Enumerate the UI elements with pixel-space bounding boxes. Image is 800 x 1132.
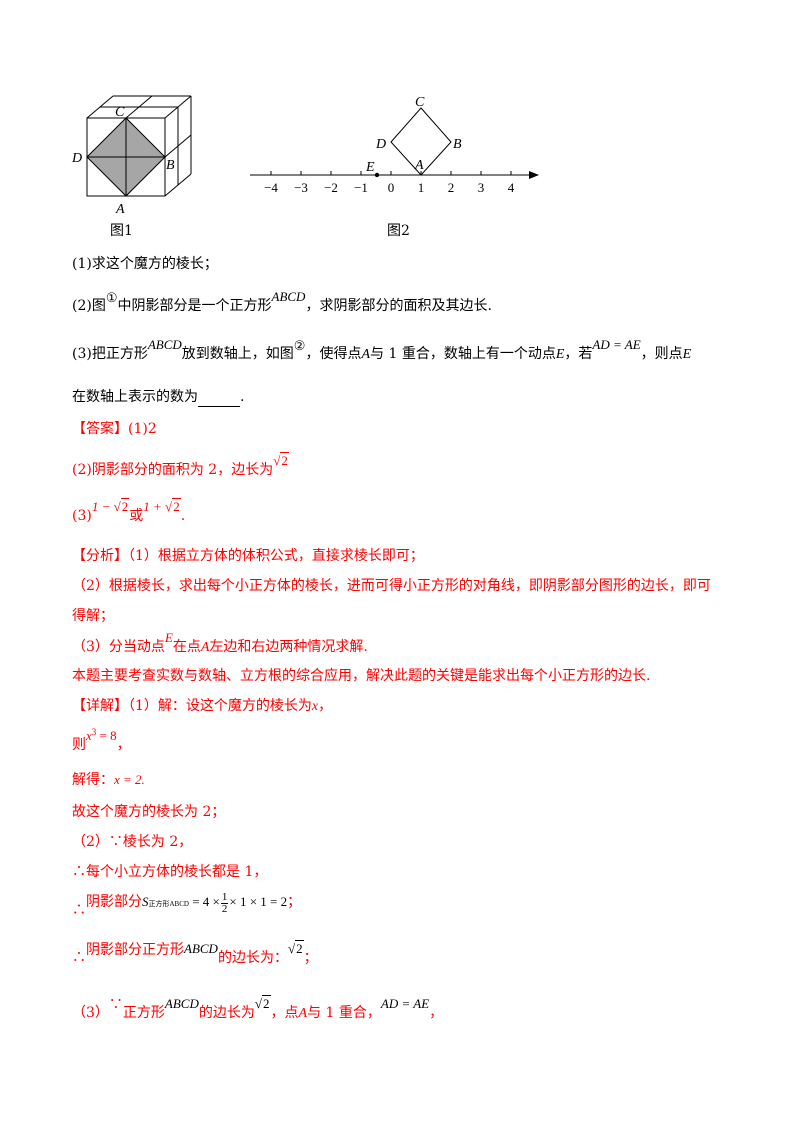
answer-2: (2)阴影部分的面积为 2，边长为√2	[72, 452, 289, 478]
detail-5: （2）∵棱长为 2，	[72, 834, 193, 850]
detail-4: 故这个魔方的棱长为 2；	[72, 804, 226, 820]
axis-tick-label: 2	[448, 180, 455, 195]
detail-2: 则x3 = 8，	[72, 727, 131, 753]
detail-6: ∴每个小立方体的棱长都是 1，	[72, 864, 268, 880]
fig1-label-C: C	[115, 105, 125, 120]
detail-1: 【详解】（1）解：设这个魔方的棱长为x，	[72, 698, 333, 714]
axis-tick-label: 1	[418, 180, 425, 195]
analysis-5: 本题主要考查实数与数轴、立方根的综合应用，解决此题的关键是能求出每个小正方形的边…	[72, 668, 651, 684]
detail-8: ∴阴影部分正方形ABCD的边长为：√2；	[72, 940, 318, 966]
axis-tick-label: −3	[294, 180, 308, 195]
question-2: (2)图①中阴影部分是一个正方形ABCD，求阴影部分的面积及其边长.	[72, 289, 492, 314]
axis-tick-label: −4	[264, 180, 278, 195]
axis-tick-labels: −4 −3 −2 −1 0 1 2 3 4	[264, 180, 515, 195]
detail-3: 解得：x = 2.	[72, 772, 145, 788]
fig2-label-D: D	[375, 137, 386, 152]
answer-heading: 【答案】(1)2	[72, 421, 157, 437]
question-3: (3)把正方形ABCD放到数轴上，如图②，使得点A与 1 重合，数轴上有一个动点…	[72, 337, 692, 362]
analysis-2: （2）根据棱长，求出每个小正方体的棱长，进而可得小正方形的对角线，即阴影部分图形…	[72, 578, 711, 594]
point-E	[374, 172, 380, 178]
figure-2-caption: 图2	[387, 223, 410, 239]
figure-1-caption: 图1	[110, 223, 133, 239]
analysis-3: 得解；	[72, 608, 114, 624]
answer-3: (3)1 − √2或1 + √2.	[72, 498, 186, 524]
axis-tick-label: −1	[354, 180, 368, 195]
fig1-label-B: B	[166, 158, 175, 173]
answer-blank	[198, 392, 240, 407]
axis-tick-label: 3	[478, 180, 485, 195]
axis-tick-label: −2	[324, 180, 338, 195]
figure-2-number-line: −4 −3 −2 −1 0 1 2 3 4 C D B A E	[250, 95, 539, 195]
fig2-label-A: A	[414, 158, 424, 173]
fig2-label-B: B	[453, 137, 462, 152]
fig1-label-A: A	[115, 202, 125, 217]
question-3-continued: 在数轴上表示的数为.	[72, 389, 245, 407]
detail-9: （3）∵正方形ABCD的边长为√2，点A与 1 重合，AD = AE，	[72, 995, 444, 1021]
fig2-label-E: E	[365, 160, 375, 175]
analysis-4: （3）分当动点E在点A左边和右边两种情况求解.	[72, 630, 368, 655]
analysis-1: 【分析】（1）根据立方体的体积公式，直接求棱长即可；	[72, 548, 424, 564]
fig2-label-C: C	[415, 95, 425, 110]
axis-tick-label: 4	[508, 180, 515, 195]
axis-tick-label: 0	[388, 180, 395, 195]
axis-arrow	[529, 171, 539, 179]
axis-ticks	[270, 171, 512, 175]
figure-1-cube: C D B A	[71, 95, 192, 217]
fig1-label-D: D	[71, 151, 82, 166]
question-1: (1)求这个魔方的棱长；	[72, 256, 218, 272]
